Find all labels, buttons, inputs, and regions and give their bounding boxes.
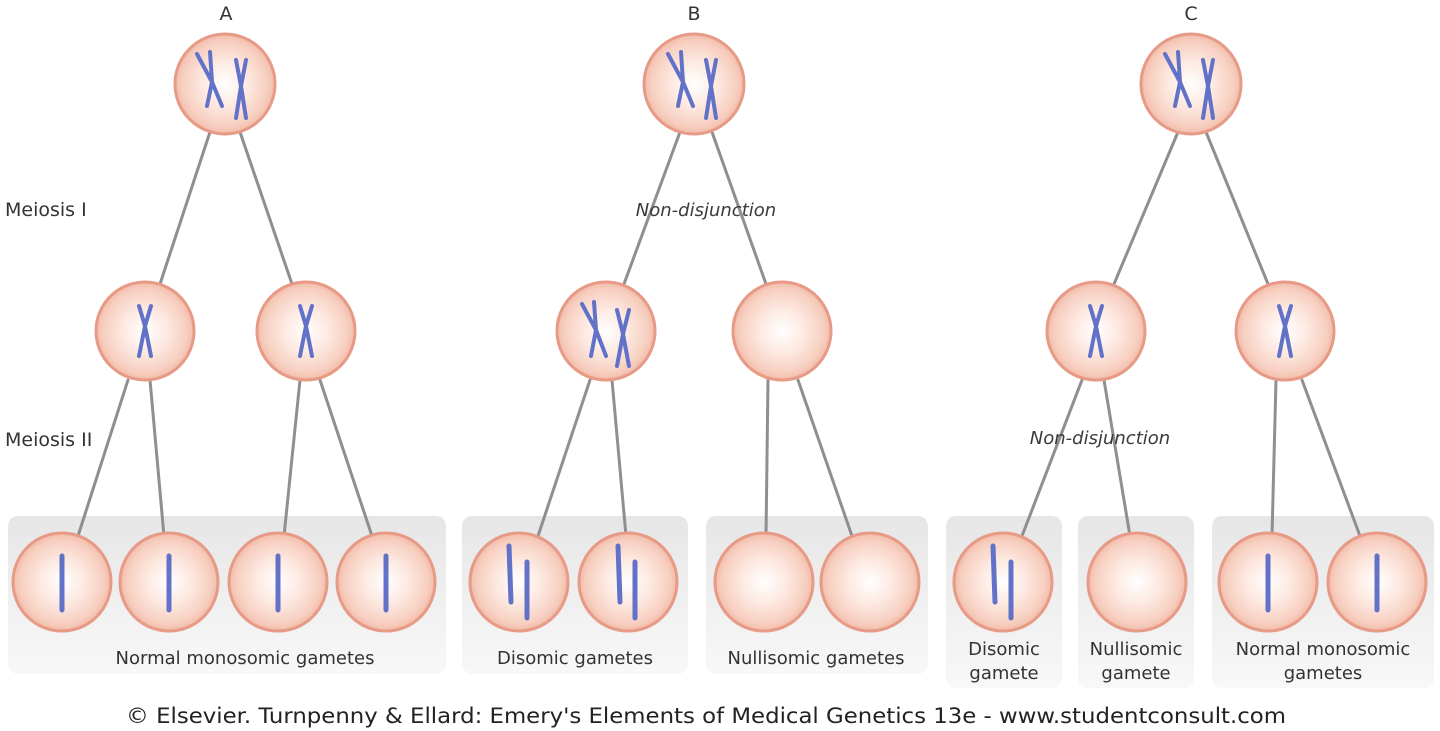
- chromosome-daughter-c1: [1088, 304, 1104, 358]
- chromosomes: [59, 50, 1380, 621]
- group-label-c-normal-line1: Normal monosomic: [1236, 639, 1411, 660]
- chromatid-b1-1: [506, 543, 514, 605]
- event-label-nondisjunction-c: Non-disjunction: [1030, 428, 1170, 449]
- gamete-cell-c2: [1086, 531, 1188, 633]
- group-label-a-normal: Normal monosomic gametes: [116, 648, 375, 669]
- chromatid-b2-1: [615, 543, 623, 605]
- group-label-c-nullisomic-line1: Nullisomic: [1090, 639, 1183, 660]
- parent-cell-b: [642, 32, 746, 136]
- group-label-b-disomic: Disomic gametes: [497, 648, 653, 669]
- gamete-cell-b4: [819, 531, 921, 633]
- chromosome-pair-parent-c: [1163, 50, 1215, 120]
- stage-label-meiosis-1: Meiosis I: [5, 199, 87, 221]
- panel-letter-a: A: [220, 3, 233, 25]
- stage-label-meiosis-2: Meiosis II: [5, 429, 92, 451]
- chromosome-pair-parent-a: [195, 50, 248, 120]
- parent-cell-a: [173, 32, 277, 136]
- event-label-nondisjunction-b: Non-disjunction: [636, 200, 776, 221]
- gamete-cell-c1: [952, 531, 1054, 633]
- cells: [11, 32, 1428, 633]
- parent-cell-c: [1139, 32, 1243, 136]
- group-label-c-nullisomic-line2: gamete: [1101, 663, 1170, 684]
- chromosome-daughter-c2: [1277, 304, 1293, 358]
- division-lines: [76, 130, 1362, 538]
- chromatids-gametes: [59, 543, 1380, 621]
- group-label-c-disomic-line1: Disomic: [968, 639, 1040, 660]
- group-label-c-disomic-line2: gamete: [969, 663, 1038, 684]
- chromosome-pair-parent-b: [666, 50, 718, 120]
- daughter-cell-b1: [555, 280, 657, 382]
- panel-letter-c: C: [1184, 3, 1197, 25]
- gamete-cell-b1: [468, 531, 570, 633]
- gamete-cell-b2: [577, 531, 679, 633]
- chromosome-daughter-a2: [298, 304, 314, 358]
- gamete-box-a-normal: [8, 516, 446, 674]
- gamete-cell-b3: [713, 531, 815, 633]
- group-label-b-nullisomic: Nullisomic gametes: [728, 648, 905, 669]
- chromatid-c1-1: [990, 543, 998, 605]
- chromosome-daughter-a1: [137, 304, 153, 358]
- group-label-c-normal-line2: gametes: [1284, 663, 1363, 684]
- chromosome-pair-daughter-b1: [580, 300, 631, 368]
- daughter-cell-b2: [731, 280, 833, 382]
- panel-letter-b: B: [687, 3, 700, 25]
- copyright-credit: © Elsevier. Turnpenny & Ellard: Emery's …: [126, 704, 1286, 728]
